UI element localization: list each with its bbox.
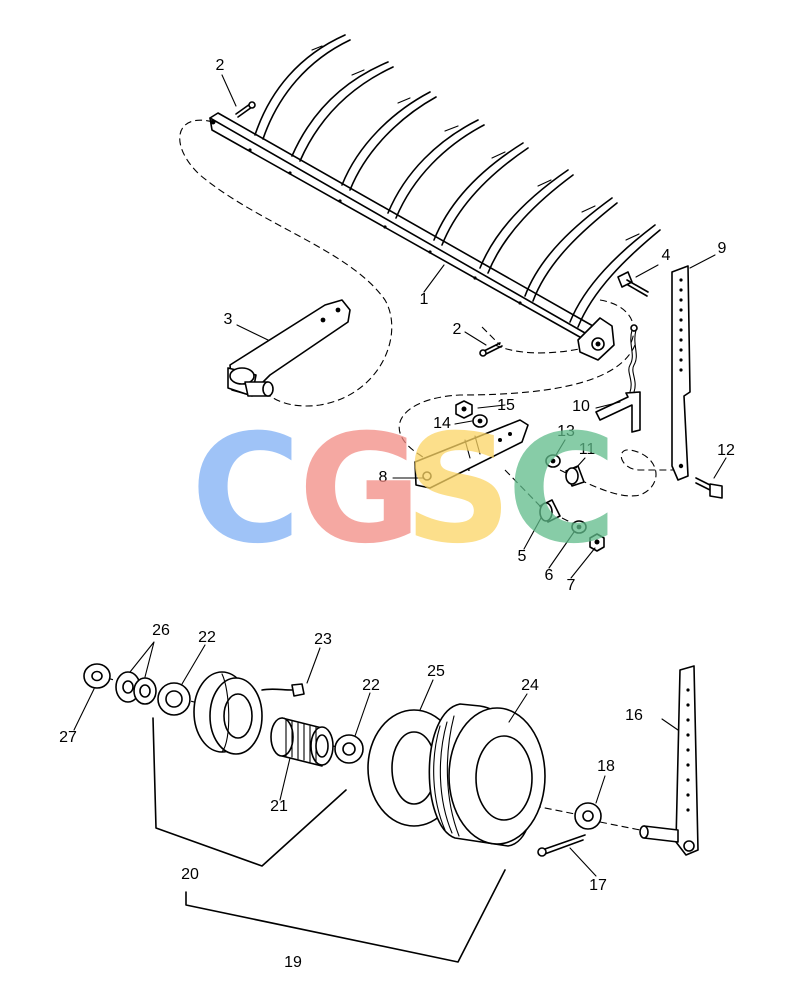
- callout-10: 10: [572, 398, 590, 415]
- adjusting-strap-upper: [671, 265, 691, 481]
- nut-7: [589, 533, 605, 552]
- spring-pin-top: [235, 101, 256, 118]
- crank-arm: [227, 299, 351, 397]
- bolt-top: [617, 271, 649, 297]
- adjusting-strap-lower: [639, 665, 699, 856]
- callout-labels: 2 1 3 2 4 9 10 12 15 14 13 11 8 5 6 7 26…: [59, 57, 735, 971]
- washer-upper: [472, 414, 488, 428]
- wheel-assembly: [83, 663, 699, 963]
- callout-24: 24: [521, 677, 539, 694]
- callout-8: 8: [379, 469, 388, 486]
- rake-assembly: [179, 34, 723, 552]
- guide-dashed-right: [559, 449, 680, 497]
- tire: [428, 703, 546, 847]
- callout-22-right: 22: [362, 677, 380, 694]
- callout-9: 9: [718, 240, 727, 257]
- tine-bar: [209, 112, 615, 361]
- spring-pin-middle: [479, 342, 503, 357]
- callout-3: 3: [224, 311, 233, 328]
- tines: [254, 34, 661, 328]
- leader-lines: [73, 74, 727, 877]
- bolt-12: [695, 477, 723, 499]
- watermark-letter-1: C: [191, 403, 301, 577]
- guide-dashed-lower: [494, 299, 635, 354]
- callout-6: 6: [545, 567, 554, 584]
- callout-1: 1: [420, 291, 429, 308]
- callout-21: 21: [270, 798, 288, 815]
- grease-fitting: [261, 683, 305, 697]
- callout-2-top: 2: [216, 57, 225, 74]
- guide-dashed-bracket: [398, 344, 636, 472]
- callout-11: 11: [579, 441, 596, 458]
- callout-22-left: 22: [198, 629, 216, 646]
- washer-6: [571, 520, 587, 534]
- watermark-logo: C G S C: [191, 403, 617, 577]
- mounting-bracket: [414, 419, 529, 489]
- washer-18: [574, 802, 602, 830]
- callout-13: 13: [557, 423, 575, 440]
- seal-left: [157, 682, 191, 716]
- callout-20: 20: [181, 866, 199, 883]
- callout-27: 27: [59, 729, 77, 746]
- watermark-letter-2: G: [298, 403, 421, 577]
- seal-right: [334, 734, 364, 764]
- callout-7: 7: [567, 577, 576, 594]
- callout-19: 19: [284, 954, 302, 971]
- washer-27: [83, 663, 111, 689]
- bearing-cones: [115, 671, 157, 705]
- cotter-pin: [537, 834, 586, 857]
- callout-23: 23: [314, 631, 332, 648]
- watermark-letter-3: S: [404, 403, 512, 577]
- callout-26: 26: [152, 622, 170, 639]
- callout-14: 14: [433, 415, 451, 432]
- callout-2-middle: 2: [453, 321, 462, 338]
- callout-5: 5: [518, 548, 527, 565]
- callout-17: 17: [589, 877, 607, 894]
- guide-dashed-pin: [481, 326, 501, 346]
- callout-16: 16: [625, 707, 643, 724]
- callout-12: 12: [717, 442, 735, 459]
- watermark-letter-4: C: [507, 403, 617, 577]
- guide-dashed-loop: [179, 119, 393, 407]
- bracket-20: [152, 717, 347, 867]
- callout-15: 15: [497, 397, 515, 414]
- callout-4: 4: [662, 247, 671, 264]
- callout-18: 18: [597, 758, 615, 775]
- lever-with-chain: [595, 324, 641, 433]
- spacer-11: [565, 465, 585, 487]
- wheel-hub: [193, 671, 263, 755]
- bracket-19: [185, 869, 506, 963]
- roller-bearing: [270, 717, 334, 767]
- callout-25: 25: [427, 663, 445, 680]
- washer-13: [545, 454, 561, 468]
- nut-upper: [455, 400, 473, 419]
